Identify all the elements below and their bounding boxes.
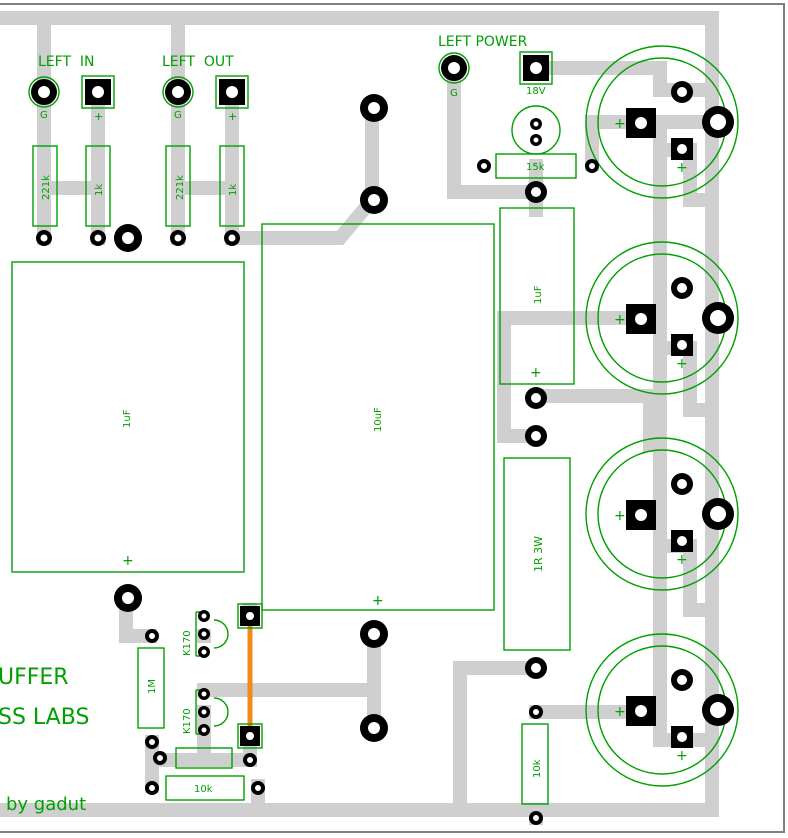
ecap-plus-a-3: + — [614, 508, 626, 524]
power-g-pad — [438, 52, 470, 84]
k170-label-1: K170 — [182, 630, 193, 656]
r10k-label-bottom: 10k — [194, 784, 213, 795]
cap-plus-1: + — [122, 553, 134, 569]
left-out-plus-pad — [215, 75, 249, 109]
plus-label-in: + — [94, 110, 103, 123]
left-in-plus-pad — [81, 75, 115, 109]
silkscreen-labels: LEFT IN LEFT OUT LEFT POWER G + G + G 18… — [0, 34, 688, 815]
r1m-label: 1M — [147, 679, 158, 694]
k170-label-2: K170 — [182, 708, 193, 734]
left-power-label: LEFT POWER — [438, 34, 528, 50]
ecap-plus-b-3: + — [676, 552, 688, 568]
r1k-label-1: 1k — [94, 184, 105, 196]
ecap-plus-b-2: + — [676, 356, 688, 372]
r15k-label: 15k — [526, 162, 545, 173]
ecap-plus-a-2: + — [614, 312, 626, 328]
cap-plus-3: + — [530, 365, 542, 381]
r221k-label-2: 221k — [175, 175, 186, 200]
r1k-label-2: 1k — [228, 184, 239, 196]
power-18v-pad — [519, 51, 553, 85]
plus-label-out: + — [228, 110, 237, 123]
ecap-plus-a-4: + — [614, 704, 626, 720]
g-label-out: G — [174, 110, 182, 121]
left-in-g-pad — [28, 76, 60, 108]
v18-label: 18V — [526, 86, 546, 97]
c1uf-label-big: 1uF — [122, 409, 133, 428]
g-label-power: G — [450, 88, 458, 99]
credit-label: by gadut — [6, 794, 86, 815]
left-out-g-pad — [162, 76, 194, 108]
cap-pads-2 — [626, 277, 734, 356]
copper-traces — [0, 11, 719, 825]
cap-plus-2: + — [372, 593, 384, 609]
r221k-label-1: 221k — [41, 175, 52, 200]
ecap-plus-b-4: + — [676, 748, 688, 764]
r10k-label-right: 10k — [532, 759, 543, 778]
title-line-1: UFFER — [0, 665, 69, 690]
pads — [28, 51, 734, 825]
c10uf-label: 10uF — [373, 407, 384, 432]
cap-pads-4 — [626, 669, 734, 748]
left-in-label: LEFT IN — [38, 54, 95, 70]
c1uf-label-small: 1uF — [533, 285, 544, 304]
cap-pads-3 — [626, 473, 734, 552]
cap-pads-1 — [626, 81, 734, 160]
board-outline — [0, 3, 785, 833]
r1r3w-label: 1R 3W — [532, 536, 545, 572]
left-out-label: LEFT OUT — [162, 54, 234, 70]
ecap-plus-a-1: + — [614, 116, 626, 132]
ecap-plus-b-1: + — [676, 160, 688, 176]
title-line-2: SS LABS — [0, 705, 89, 730]
g-label-in: G — [40, 110, 48, 121]
